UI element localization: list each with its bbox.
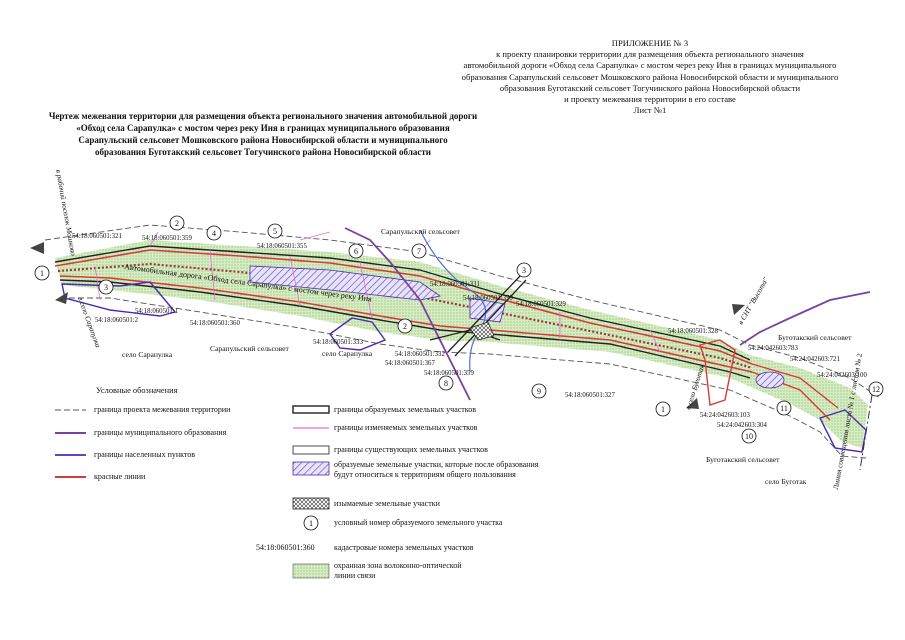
parcel-number: 5 xyxy=(273,227,277,236)
parcel-number: 3 xyxy=(522,266,526,275)
parcel-number: 3 xyxy=(104,283,108,292)
appendix-line: автомобильной дороги «Обход села Сарапул… xyxy=(463,60,837,71)
seized-parcel xyxy=(469,321,495,341)
arrow-west-icon xyxy=(30,242,44,254)
cadastral-label: 54:24:042603:103 xyxy=(700,412,750,419)
municipal-boundary xyxy=(344,227,871,401)
parcel-number: 7 xyxy=(417,247,421,256)
sheet-number: Лист №1 xyxy=(633,105,667,116)
cadastral-label: 54:18:060501:331 xyxy=(430,281,480,288)
settlement-boundary-bugotak xyxy=(819,409,867,453)
legend-fiber-zone: охранная зона волоконно-оптической линии… xyxy=(334,561,462,580)
council-label: Буготакский сельсовет xyxy=(778,333,852,342)
legend-existing-parcels: границы существующих земельных участков xyxy=(334,445,488,454)
legend-parcel-number: условный номер образуемого земельного уч… xyxy=(334,518,503,527)
red-line-north xyxy=(54,249,753,365)
appendix-line: образования Буготакский сельсовет Тогучи… xyxy=(499,82,801,93)
council-label: Сарапульский сельсовет xyxy=(381,227,461,236)
cadastral-label: 54:24:042603:783 xyxy=(748,345,798,352)
cadastral-label: 54:18:060501:359 xyxy=(424,370,474,377)
road-boundary-north xyxy=(54,245,751,361)
appendix-line: к проекту планировки территории для разм… xyxy=(496,49,804,60)
parcel-number: 10 xyxy=(745,432,753,441)
cadastral-label: 54:24:042603:100 xyxy=(817,372,867,379)
direction-moshkovo-label: в рабочий поселок Мошково xyxy=(54,169,78,257)
legend-title: Условные обозначения xyxy=(96,386,178,395)
arrow-ne-snt-icon xyxy=(732,304,745,315)
parcel-number: 9 xyxy=(537,387,541,396)
title-line: Чертеж межевания территории для размещен… xyxy=(48,111,478,121)
appendix-heading: ПРИЛОЖЕНИЕ № 3 xyxy=(611,38,689,48)
appendix-block: ПРИЛОЖЕНИЕ № 3 к проекту планировки терр… xyxy=(415,38,885,116)
cadastral-label: 54:18:060501:359 xyxy=(463,295,513,302)
cadastral-label: 54:18:060501:360 xyxy=(190,320,240,327)
arrow-sw-icon xyxy=(55,292,68,304)
parcel-number: 4 xyxy=(212,229,216,238)
parcel-number: 11 xyxy=(780,404,788,413)
east-road-ramp xyxy=(699,339,736,406)
cadastral-label: 54:18:060501:333 xyxy=(313,339,363,346)
cadastral-label: 54:24:042603:304 xyxy=(717,422,767,429)
legend-seized-parcels: изымаемые земельные участки xyxy=(334,499,440,508)
cadastral-label: 54:18:060501:1 xyxy=(135,308,178,315)
arrow-sw-bugotak-icon xyxy=(686,398,699,409)
legend-settlement-boundary: границы населенных пунктов xyxy=(94,450,196,459)
cadastral-label: 54:18:060501:355 xyxy=(257,243,307,250)
appendix-line: образования Сарапульский сельсовет Мошко… xyxy=(461,71,839,82)
legend-public-use: образуемые земельные участки, которые по… xyxy=(334,460,539,479)
fiber-protection-zone xyxy=(55,240,868,448)
direction-snt-label: в СНТ "Высота" xyxy=(736,275,771,326)
parcel-number: 8 xyxy=(444,379,448,388)
parcel-number: 2 xyxy=(175,219,179,228)
cadastral-label: 54:18:060501:2 xyxy=(95,317,139,324)
settlement-boundary-sarapulka xyxy=(61,281,177,317)
settlement-boundary-sarapulka-2 xyxy=(329,317,387,351)
legend-modified-parcels: границы изменяемых земельных участков xyxy=(334,423,478,432)
place-labels: село Сарапулка Сарапульский сельсовет Са… xyxy=(122,227,852,486)
cadastral-label: 54:18:060501:332 xyxy=(395,351,445,358)
title-line: «Обход села Сарапулка» с мостом через ре… xyxy=(76,123,450,133)
village-label: село Сарапулка xyxy=(122,350,173,359)
legend-cadastral-numbers: кадастровые номера земельных участков xyxy=(334,543,474,552)
legend-number-sample: 1 xyxy=(309,519,313,528)
title-line: образования Буготакский сельсовет Тогучи… xyxy=(95,147,431,157)
cadastral-label: 54:18:060501:327 xyxy=(565,392,615,399)
parcel-number: 2 xyxy=(403,322,407,331)
cadastral-label: 54:18:060501:321 xyxy=(72,233,122,240)
cadastral-label: 54:18:060501:367 xyxy=(385,360,435,367)
legend-red-lines: красные линии xyxy=(94,472,146,481)
legend-symbols xyxy=(55,405,330,579)
title-line: Сарапульский сельсовет Мошковского район… xyxy=(78,135,448,145)
cadastral-label: 54:18:060501:329 xyxy=(516,301,566,308)
sheet-matchline xyxy=(859,394,873,471)
cadastral-label: 54:18:060501:359 xyxy=(142,235,192,242)
cadastral-label: 54:24:042603:721 xyxy=(790,356,840,363)
drawing-title: Чертеж межевания территории для размещен… xyxy=(18,110,508,158)
legend-cadastral-sample: 54:18:060501:360 xyxy=(256,543,315,552)
village-label: село Сарапулка xyxy=(322,349,373,358)
cadastral-label: 54:18:060501:328 xyxy=(668,328,718,335)
modified-parcel-boundaries xyxy=(94,231,661,353)
parcel-number: 6 xyxy=(354,247,358,256)
project-boundary-south xyxy=(60,297,867,459)
parcel-number: 1 xyxy=(40,269,44,278)
council-label: Сарапульский сельсовет xyxy=(210,344,290,353)
council-label: Буготакский сельсовет xyxy=(706,455,780,464)
project-boundary-north xyxy=(44,224,881,399)
parcel-number: 1 xyxy=(661,405,665,414)
parcel-number: 12 xyxy=(872,385,880,394)
cadastral-labels: 54:18:060501:321 54:18:060501:359 54:18:… xyxy=(72,233,867,429)
legend-project-boundary: граница проекта межевания территории xyxy=(94,405,231,414)
appendix-line: и проекту межевания территории в его сос… xyxy=(564,94,736,105)
village-label: село Буготак xyxy=(765,477,807,486)
parcel-circles: 1 2 3 4 5 6 7 3 2 8 9 1 10 11 12 xyxy=(34,215,884,444)
legend-municipal-boundary: границы муниципального образования xyxy=(94,428,227,437)
legend-new-parcels: границы образуемых земельных участков xyxy=(334,405,477,414)
junction-oval xyxy=(755,371,785,389)
public-use-parcel xyxy=(249,265,441,301)
river-inya xyxy=(419,229,487,373)
